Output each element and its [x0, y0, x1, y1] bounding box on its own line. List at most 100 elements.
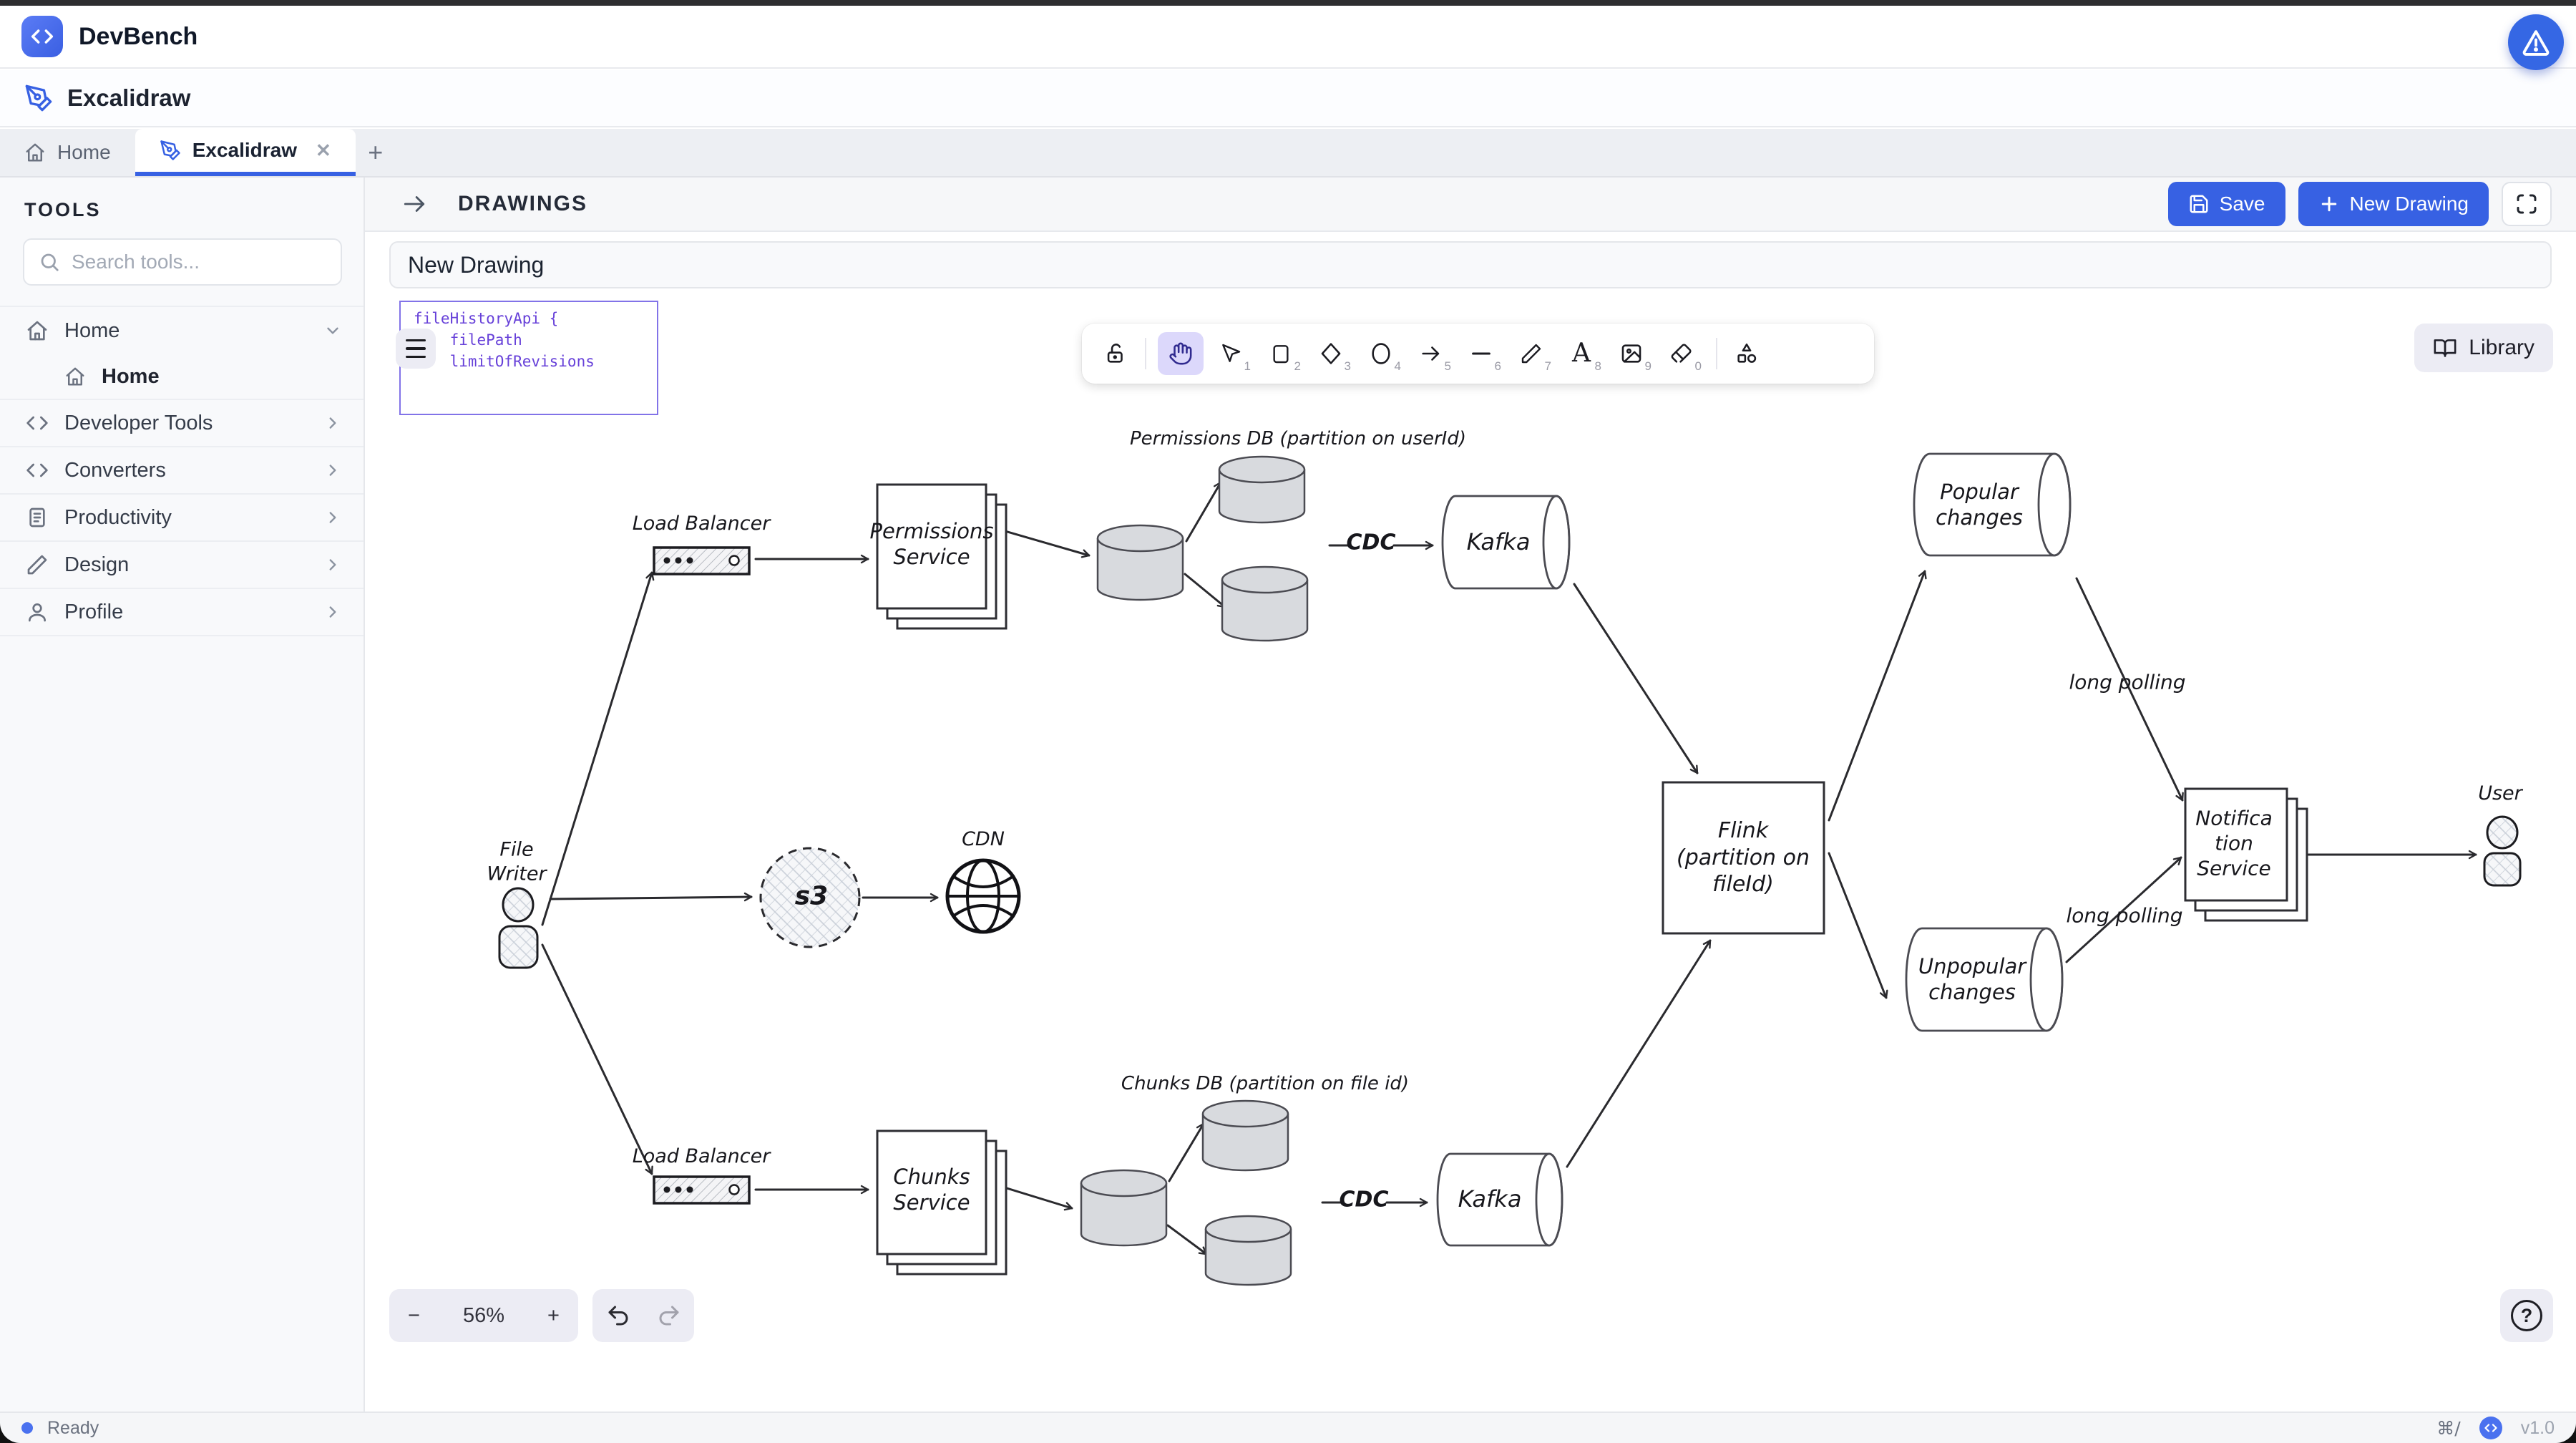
label-unpopular-changes[interactable]: Unpopular changes	[1918, 953, 2026, 1004]
arrow-chunksdb-shard-top[interactable]	[1168, 1122, 1205, 1182]
arrow-tool[interactable]: 5	[1408, 332, 1454, 375]
save-button[interactable]: Save	[2167, 182, 2285, 226]
label-long-polling-top[interactable]: long polling	[2069, 670, 2186, 694]
undo-button[interactable]	[605, 1303, 631, 1328]
system-diagram[interactable]	[365, 289, 2576, 1412]
arrow-permissions-service-to-db[interactable]	[996, 528, 1091, 558]
selection-tool[interactable]: 1	[1208, 332, 1254, 375]
label-load-balancer-bottom[interactable]: Load Balancer	[632, 1145, 771, 1168]
menu-button[interactable]	[396, 329, 436, 369]
image-tool[interactable]: 9	[1609, 332, 1654, 375]
selected-code-element[interactable]: fileHistoryApi { filePath limitOfRevisio…	[399, 301, 658, 415]
label-notification-service[interactable]: Notifica tion Service	[2195, 806, 2273, 880]
notification-service-node[interactable]	[2184, 787, 2308, 922]
help-button[interactable]: ?	[2500, 1289, 2553, 1342]
kafka-top-node[interactable]	[1441, 495, 1571, 590]
arrow-kafka-bottom-to-flink[interactable]	[1566, 939, 1712, 1168]
warning-triangle-icon	[2522, 30, 2550, 56]
arrow-writer-to-s3[interactable]	[549, 892, 753, 902]
search-input[interactable]	[72, 251, 326, 273]
zoom-out-button[interactable]: −	[408, 1303, 420, 1327]
sidebar-item-home-child[interactable]: Home	[0, 354, 364, 399]
code-text[interactable]: fileHistoryApi { filePath limitOfRevisio…	[414, 310, 595, 370]
load-balancer-top-node[interactable]	[653, 546, 751, 575]
sidebar-item-converters[interactable]: Converters	[0, 446, 364, 493]
permissions-service-node[interactable]	[876, 483, 1008, 630]
arrow-db-shard-bottom[interactable]	[1184, 573, 1226, 608]
zoom-level[interactable]: 56%	[462, 1303, 505, 1327]
arrow-kafka-top-to-flink[interactable]	[1573, 583, 1699, 774]
label-flink[interactable]: Flink (partition on fileId)	[1677, 817, 1810, 897]
help-icon: ?	[2511, 1300, 2542, 1331]
arrow-chunks-service-to-db[interactable]	[996, 1184, 1073, 1211]
label-chunks-service[interactable]: Chunks Service	[893, 1164, 970, 1215]
file-writer-person-icon[interactable]	[498, 887, 539, 969]
close-tab-icon[interactable]: ✕	[316, 139, 331, 161]
load-balancer-bottom-node[interactable]	[653, 1175, 751, 1205]
arrow-db-shard-top[interactable]	[1185, 481, 1222, 543]
screen-top-strip	[0, 0, 2576, 6]
label-permissions-service[interactable]: Permissions Service	[869, 518, 994, 569]
drawing-title-input[interactable]	[389, 241, 2552, 288]
line-tool[interactable]: 6	[1458, 332, 1504, 375]
arrow-unpopular-to-notification[interactable]	[2065, 856, 2182, 963]
hand-tool[interactable]	[1158, 332, 1204, 375]
label-cdn[interactable]: CDN	[962, 828, 1005, 851]
diamond-tool[interactable]: 3	[1308, 332, 1354, 375]
label-popular-changes[interactable]: Popular changes	[1936, 479, 2023, 530]
popular-changes-node[interactable]	[1913, 452, 2072, 557]
code-icon	[26, 459, 49, 482]
label-permissions-db[interactable]: Permissions DB (partition on userId)	[1130, 427, 1466, 450]
add-tab-button[interactable]: +	[368, 137, 384, 167]
redo-button[interactable]	[656, 1303, 682, 1328]
cdn-globe-icon[interactable]	[945, 858, 1021, 934]
arrow-flink-to-popular[interactable]	[1828, 570, 1927, 822]
lock-tool[interactable]	[1098, 332, 1133, 375]
permissions-db-cylinders[interactable]	[1096, 455, 1309, 642]
sidebar-item-home[interactable]: Home	[0, 307, 364, 354]
sidebar-item-profile[interactable]: Profile	[0, 588, 364, 635]
zoom-in-button[interactable]: +	[547, 1303, 560, 1327]
new-drawing-button[interactable]: New Drawing	[2298, 182, 2489, 226]
diagram-arrows[interactable]	[541, 481, 2477, 1255]
s3-node[interactable]	[759, 847, 861, 948]
rectangle-tool[interactable]: 2	[1258, 332, 1304, 375]
text-tool[interactable]: A 8	[1572, 339, 1601, 374]
fullscreen-button[interactable]	[2502, 182, 2552, 226]
label-cdc-bottom[interactable]: CDC	[1339, 1187, 1389, 1213]
shapes-tool[interactable]	[1729, 332, 1765, 375]
label-kafka-top[interactable]: Kafka	[1466, 528, 1531, 555]
draw-tool[interactable]: 7	[1508, 332, 1554, 375]
arrow-chunksdb-shard-bottom[interactable]	[1166, 1224, 1208, 1255]
sidebar-item-productivity[interactable]: Productivity	[0, 493, 364, 540]
flink-node[interactable]	[1662, 781, 1825, 935]
chunks-service-node[interactable]	[876, 1129, 1008, 1276]
user-person-icon[interactable]	[2483, 815, 2522, 887]
label-file-writer[interactable]: File Writer	[487, 838, 547, 885]
label-load-balancer-top[interactable]: Load Balancer	[632, 512, 771, 535]
tab-excalidraw[interactable]: Excalidraw ✕	[135, 129, 356, 176]
unpopular-changes-node[interactable]	[1905, 927, 2064, 1032]
library-button[interactable]: Library	[2414, 324, 2553, 372]
excalidraw-canvas[interactable]: fileHistoryApi { filePath limitOfRevisio…	[365, 289, 2576, 1412]
arrow-popular-to-notification[interactable]	[2075, 577, 2184, 802]
arrow-flink-to-unpopular[interactable]	[1828, 852, 1888, 999]
search-tools-box[interactable]	[23, 238, 342, 286]
arrow-writer-to-lb-bottom[interactable]	[541, 943, 653, 1175]
label-s3[interactable]: s3	[794, 881, 829, 911]
ellipse-tool[interactable]: 4	[1358, 332, 1404, 375]
alert-button[interactable]	[2508, 14, 2564, 70]
sidebar-item-developer-tools[interactable]: Developer Tools	[0, 399, 364, 446]
label-chunks-db[interactable]: Chunks DB (partition on file id)	[1121, 1072, 1410, 1094]
kafka-bottom-node[interactable]	[1436, 1152, 1563, 1247]
eraser-tool[interactable]: 0	[1659, 332, 1704, 375]
label-long-polling-bottom[interactable]: long polling	[2066, 903, 2183, 928]
label-cdc-top[interactable]: CDC	[1346, 530, 1396, 555]
label-kafka-bottom[interactable]: Kafka	[1458, 1185, 1522, 1213]
chunks-db-cylinders[interactable]	[1080, 1099, 1292, 1286]
arrow-writer-to-lb-top[interactable]	[541, 571, 655, 926]
label-user[interactable]: User	[2478, 782, 2522, 805]
tab-home[interactable]: Home	[0, 129, 135, 176]
collapse-arrow-icon[interactable]	[401, 190, 428, 218]
sidebar-item-design[interactable]: Design	[0, 540, 364, 588]
